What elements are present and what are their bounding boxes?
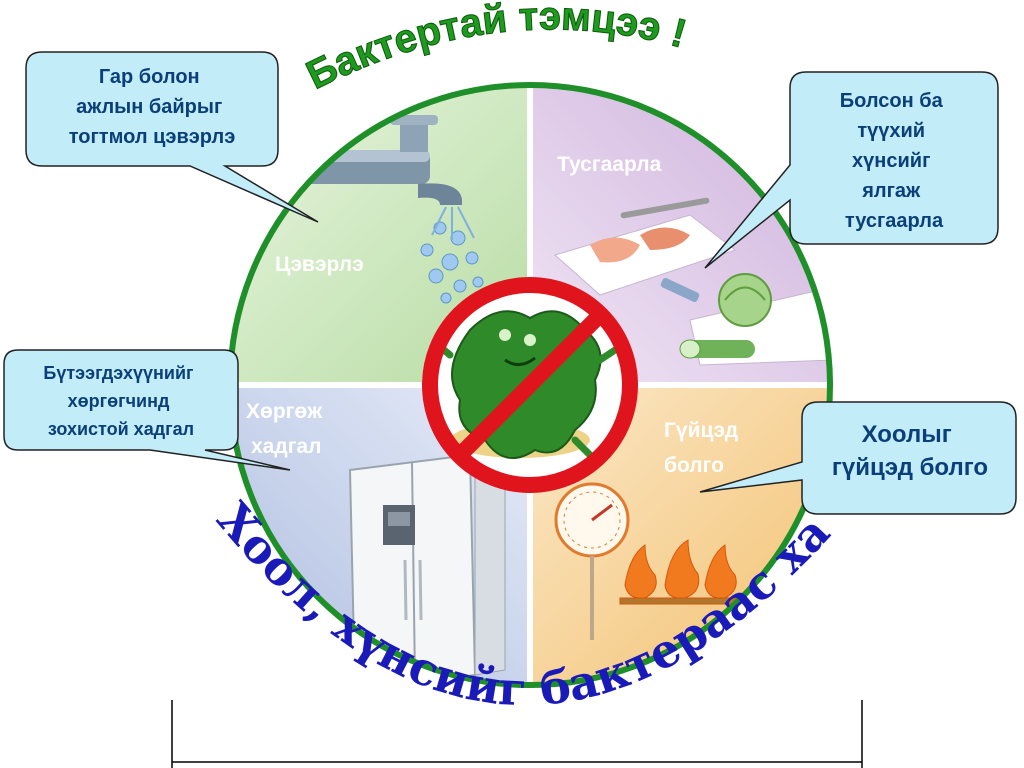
thermometer-icon	[554, 482, 630, 640]
quadrant-clean-label: Цэвэрлэ	[275, 253, 364, 276]
callout-clean-line3: тогтмол цэвэрлэ	[69, 126, 236, 148]
callout-separate-line3: хүнсийг	[852, 150, 930, 172]
callout-clean-workspace: Гар болон ажлын байрыг тогтмол цэвэрлэ	[25, 51, 319, 223]
svg-text:Хоолыг гүйцэд болго: Хоолыг гүйцэд болго	[832, 421, 988, 481]
svg-text:Бүтээгдэхүүнийг хөргөгчи: Бүтээгдэхүүнийг хөргөгчинд зохистой хадг…	[43, 363, 198, 439]
quadrant-chill-label-line2: хадгал	[251, 435, 321, 458]
quadrant-cook-label-line1: Гүйцэд	[664, 419, 738, 442]
title-arc: Бактертай тэмцээ !	[300, 0, 691, 98]
callout-cook-line1: Хоолыг	[862, 421, 952, 448]
svg-text:Гар болон ажлын байрыг: Гар болон ажлын байрыг тогтмол цэвэрлэ	[69, 66, 236, 148]
callout-separate-line2: түүхий	[857, 120, 925, 142]
quadrant-chill-label-line1: Хөргөж	[246, 400, 323, 423]
bottom-frame	[171, 700, 863, 768]
cutting-board-icon	[553, 197, 830, 366]
callout-store-line1: Бүтээгдэхүүнийг	[43, 363, 194, 383]
quadrant-separate-label: Тусгаарла	[557, 153, 662, 176]
callout-separate-food: Болсон ба түүхий хүнсийг ялгаж тусгаарла	[704, 71, 999, 269]
svg-text:Болсон ба түүхий х: Болсон ба түүхий хүнсийг ялгаж тусгаарла	[840, 90, 949, 232]
callout-clean-line2: ажлын байрыг	[76, 96, 222, 118]
callout-store-properly: Бүтээгдэхүүнийг хөргөгчинд зохистой хадг…	[3, 349, 291, 471]
callout-store-line3: зохистой хадгал	[48, 419, 194, 439]
callout-store-line2: хөргөгчинд	[68, 391, 170, 411]
no-bacteria-sign	[422, 277, 638, 493]
callout-separate-line5: тусгаарла	[845, 210, 944, 232]
flame-icon	[619, 539, 746, 605]
callout-cook-thoroughly: Хоолыг гүйцэд болго	[699, 401, 1017, 515]
refrigerator-icon	[348, 453, 506, 685]
callout-clean-line1: Гар болон	[99, 66, 200, 88]
quadrant-cook-label-line2: болго	[664, 454, 724, 477]
callout-separate-line4: ялгаж	[861, 180, 921, 202]
callout-separate-line1: Болсон ба	[840, 90, 944, 112]
callout-cook-line2: гүйцэд болго	[832, 454, 988, 481]
